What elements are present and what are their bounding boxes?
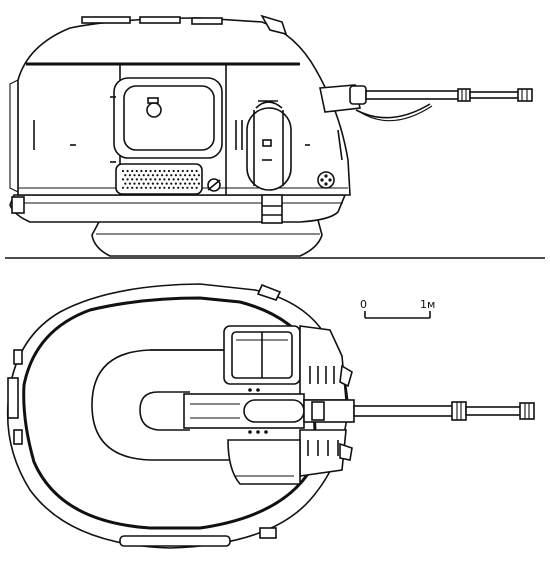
side-hatch xyxy=(110,77,223,163)
vent-grille xyxy=(115,163,221,195)
turret-lower-band xyxy=(9,194,347,223)
boarding-step xyxy=(261,194,283,224)
side-oval-door xyxy=(246,100,292,191)
side-gun-barrel xyxy=(319,84,533,122)
turret-side-view-icon xyxy=(5,14,545,259)
grille-perforations xyxy=(121,169,200,189)
top-gun-cradle xyxy=(183,388,305,434)
rosette-port-icon xyxy=(317,171,335,189)
gun-cradle-outline xyxy=(91,349,230,461)
turret-top-view-icon xyxy=(6,283,535,549)
scale-end-label: 1м xyxy=(420,298,435,311)
scale-start-label: 0 xyxy=(360,298,367,311)
top-gun-barrel xyxy=(303,399,535,423)
top-right-deck xyxy=(259,325,353,477)
turret-base-ring xyxy=(91,219,323,257)
scale-bar: 0 1м xyxy=(360,298,435,319)
top-hatch xyxy=(223,325,301,385)
